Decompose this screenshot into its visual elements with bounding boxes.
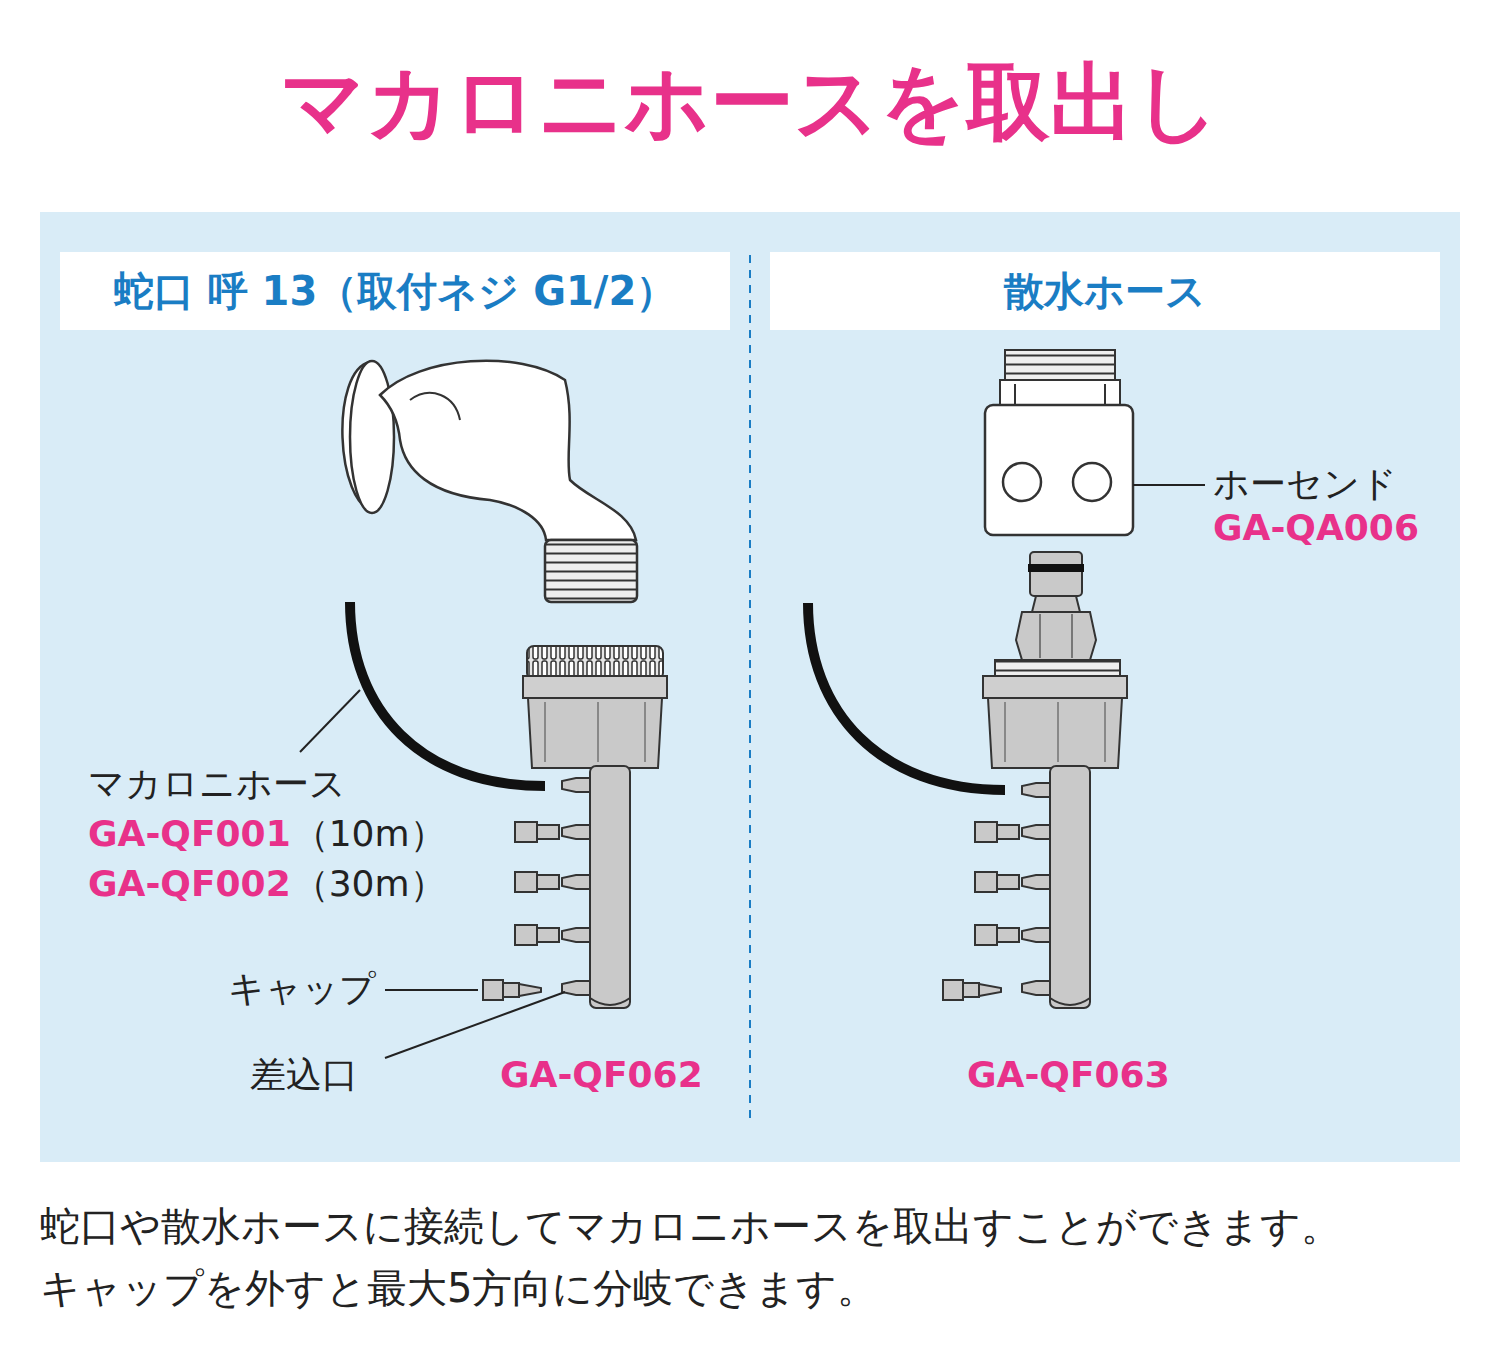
part-number: GA-QA006 — [1213, 506, 1419, 549]
header-text: 散水ホース — [1004, 264, 1206, 319]
hose-end — [985, 350, 1133, 535]
hose-end — [1005, 350, 1115, 380]
manifold-right — [975, 822, 1019, 842]
manifold-left — [515, 925, 559, 945]
hose-end — [1000, 380, 1120, 406]
part-label: 差込口 — [250, 1053, 358, 1096]
manifold-right — [943, 980, 1001, 1000]
hose-end — [985, 405, 1133, 535]
manifold-right — [975, 925, 1019, 945]
hose-end — [1104, 384, 1106, 404]
manifold-right — [1022, 783, 1050, 797]
manifold-left — [483, 646, 667, 1008]
caption: 蛇口や散水ホースに接続してマカロニホースを取出すことができます。 キャップを外す… — [40, 1195, 1480, 1319]
hose-end — [1014, 384, 1016, 404]
part-number: GA-QF001 — [88, 812, 291, 855]
divider — [749, 255, 751, 1125]
manifold-left — [562, 778, 590, 792]
part-number: GA-QF002 — [88, 862, 291, 905]
manifold-left — [523, 676, 667, 1008]
manifold-right — [1016, 612, 1096, 660]
macaroni-hose — [350, 602, 545, 786]
part-number: GA-QF063 — [967, 1053, 1170, 1096]
manifold-left — [562, 825, 590, 839]
faucet — [342, 361, 637, 602]
manifold-right — [1022, 981, 1050, 995]
length-note: （30m） — [293, 862, 446, 905]
manifold-left — [515, 822, 559, 842]
faucet — [545, 540, 637, 602]
manifold-right — [975, 872, 1019, 892]
manifold-right — [1022, 875, 1050, 889]
manifold-right — [1028, 564, 1084, 572]
leader — [300, 690, 360, 752]
faucet — [380, 361, 636, 540]
manifold-right — [983, 676, 1127, 1008]
manifold-right — [975, 676, 1127, 1008]
manifold-right — [995, 660, 1120, 676]
faucet — [350, 361, 394, 513]
panel — [40, 212, 1460, 1162]
hose-end — [1003, 463, 1041, 501]
manifold-left — [562, 875, 590, 889]
faucet — [410, 393, 460, 420]
manifold-right — [1030, 552, 1082, 596]
page-title: マカロニホースを取出し — [0, 52, 1500, 153]
header-band: 蛇口 呼 13（取付ネジ G1/2） — [60, 252, 730, 330]
manifold-left — [562, 981, 590, 995]
leader — [1133, 484, 1205, 486]
manifold-right — [1032, 596, 1080, 612]
hose-end — [1073, 463, 1111, 501]
manifold-left — [562, 928, 590, 942]
leader — [385, 992, 565, 1058]
part-label: マカロニホース — [88, 762, 346, 805]
manifold-right — [943, 552, 1127, 1008]
manifold-right — [1071, 614, 1073, 658]
leader — [385, 989, 478, 991]
part-label: ホーセンド — [1213, 462, 1397, 505]
manifold-left — [483, 980, 541, 1000]
manifold-right — [1039, 614, 1041, 658]
manifold-right — [1022, 928, 1050, 942]
macaroni-hose — [808, 603, 1005, 790]
manifold-left — [515, 872, 559, 892]
part-number: GA-QF062 — [500, 1053, 703, 1096]
manifold-right — [1022, 825, 1050, 839]
header-band: 散水ホース — [770, 252, 1440, 330]
part-label: キャップ — [228, 967, 376, 1010]
header-text: 蛇口 呼 13（取付ネジ G1/2） — [114, 264, 677, 319]
length-note: （10m） — [293, 812, 446, 855]
manifold-left — [527, 646, 663, 680]
